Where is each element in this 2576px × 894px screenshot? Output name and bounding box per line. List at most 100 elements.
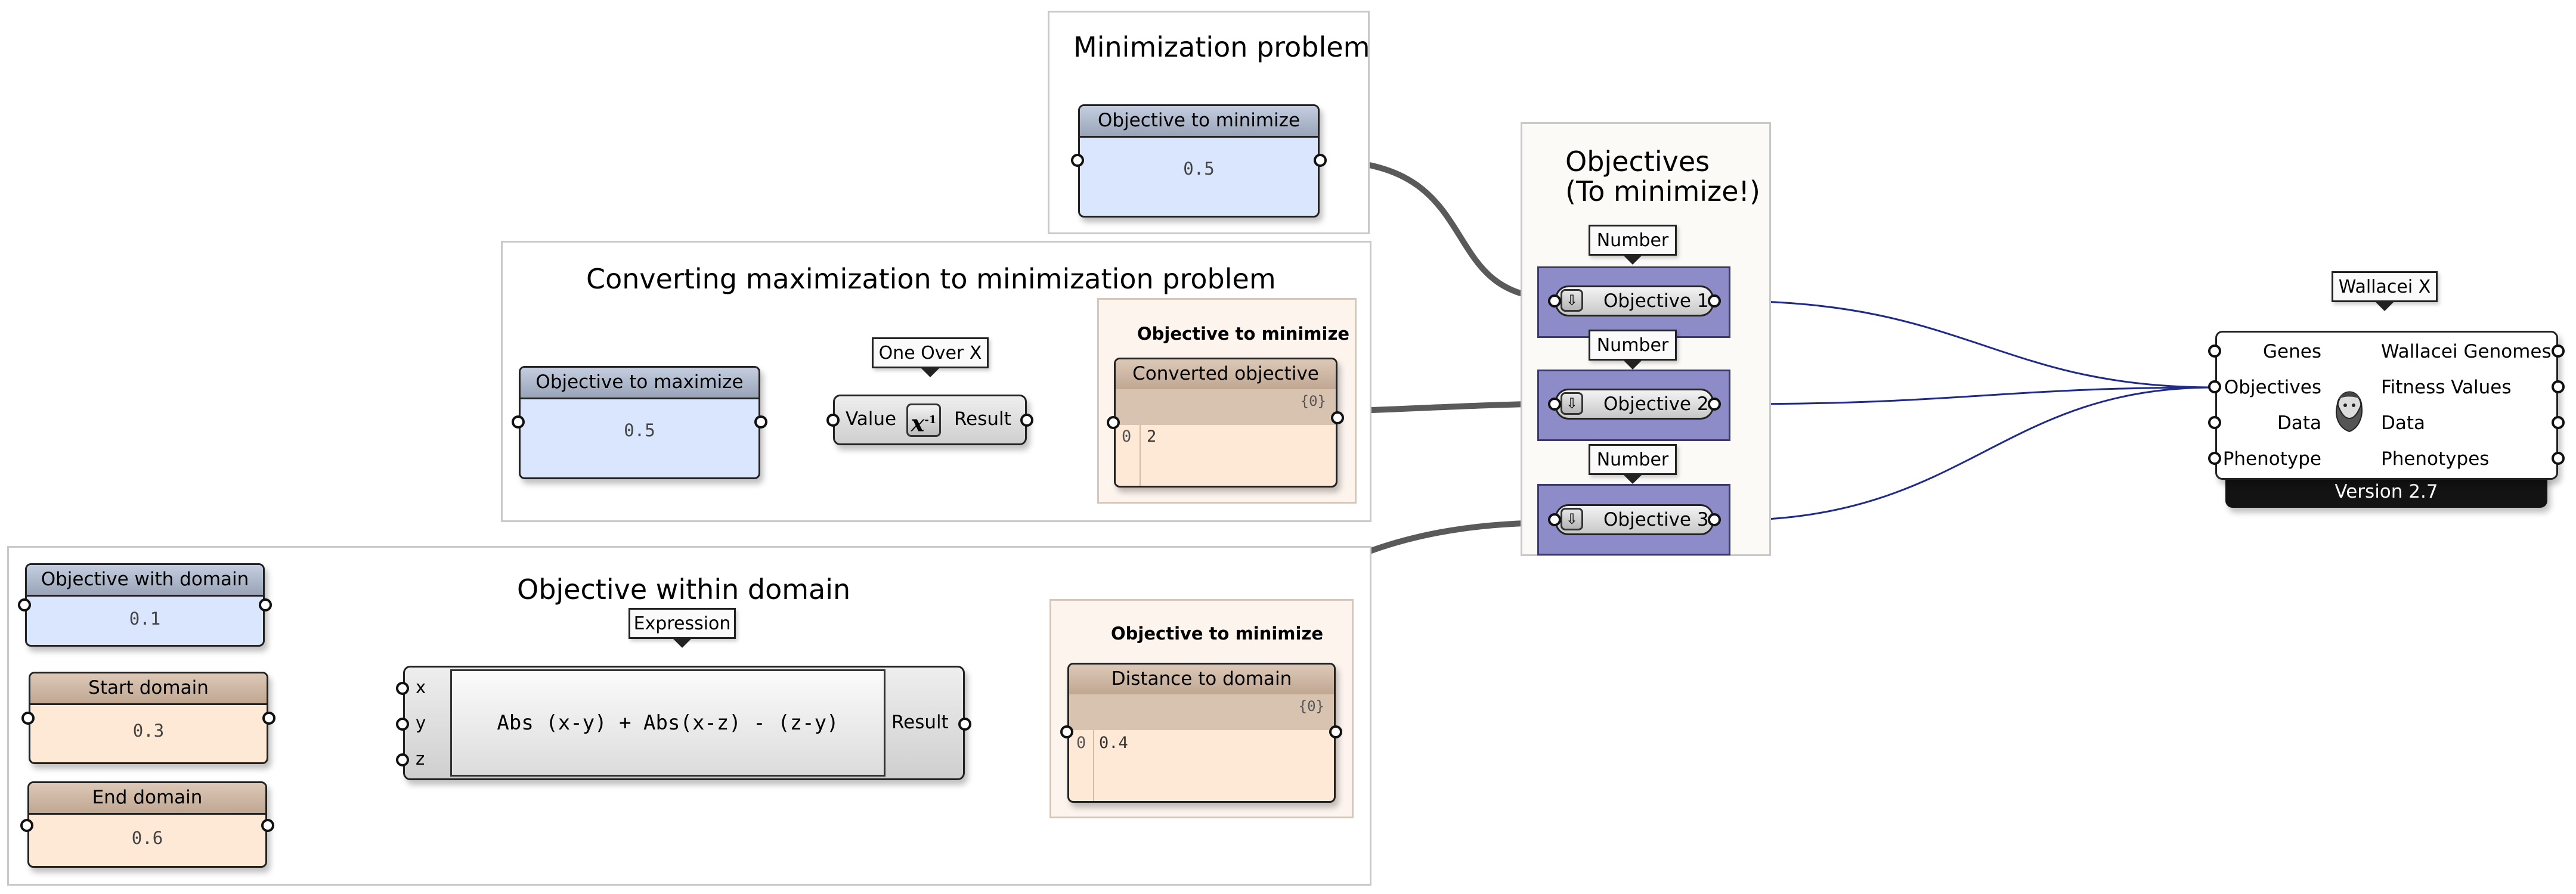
output-port[interactable] [958,718,971,731]
number-label: Objective 2 [1603,393,1709,415]
panel-converted-objective[interactable]: Converted objective {0} 0 2 [1114,358,1337,488]
output-port[interactable] [1708,513,1721,526]
slider-value[interactable]: 0.6 [131,828,163,848]
wire-objective3-to-wallacei [1729,386,2216,522]
output-port[interactable] [1314,154,1327,167]
slider-start-domain[interactable]: Start domain 0.3 [29,672,268,764]
input-phenotype-label: Phenotype [2222,448,2321,470]
slider-end-domain[interactable]: End domain 0.6 [27,781,267,868]
input-port[interactable] [512,415,525,429]
output-port[interactable] [259,598,272,611]
panel-index: 0 [1076,734,1086,752]
tag-number-1: Number [1589,225,1677,265]
one-over-x-component[interactable]: Value x-1 Result [833,395,1027,445]
output-port[interactable] [1708,398,1721,411]
panel-divider [1093,730,1094,801]
output-data-port[interactable] [2552,416,2565,429]
input-x-port[interactable] [396,682,409,695]
group-title: Objective within domain [517,573,851,606]
panel-path: {0} [1298,698,1324,715]
output-label: Result [891,712,949,733]
panel-value: 0.4 [1099,734,1128,752]
slider-value[interactable]: 0.1 [129,609,161,629]
expression-formula-box[interactable]: Abs (x-y) + Abs(x-z) - (z-y) [450,669,886,777]
expression-component[interactable]: x y z Abs (x-y) + Abs(x-z) - (z-y) Resul… [403,666,965,780]
tag-wallacei-x: Wallacei X [2332,271,2438,311]
slider-objective-with-domain[interactable]: Objective with domain 0.1 [25,563,265,647]
input-y-label: y [416,713,426,733]
output-port[interactable] [1329,725,1342,738]
output-port[interactable] [1020,414,1033,427]
arrow-down-icon: ⇩ [1561,392,1583,415]
group-title-line2: (To minimize!) [1565,175,1760,207]
output-port[interactable] [261,819,274,832]
arrow-down-icon: ⇩ [1561,508,1583,530]
output-phenotypes-port[interactable] [2552,452,2565,465]
input-port[interactable] [1548,513,1561,526]
output-data-label: Data [2381,412,2426,434]
input-genes-port[interactable] [2208,344,2221,358]
group-title: Objective to minimize [1111,623,1324,644]
input-z-port[interactable] [396,753,409,766]
tag-one-over-x: One Over X [872,337,989,377]
input-port[interactable] [1548,398,1561,411]
input-objectives-port[interactable] [2208,380,2221,393]
output-genomes-port[interactable] [2552,344,2565,358]
output-port[interactable] [754,415,767,429]
number-objective-1[interactable]: ⇩ Objective 1 [1555,285,1714,316]
wallacei-version: Version 2.7 [2334,481,2438,502]
input-objectives-label: Objectives [2224,377,2321,398]
tag-expression: Expression [628,608,736,648]
output-fitness-port[interactable] [2552,380,2565,393]
output-phenotypes-label: Phenotypes [2381,448,2490,470]
slider-label: Objective to maximize [521,368,758,399]
wallacei-x-component[interactable]: Genes Objectives Data Phenotype Wallacei… [2215,331,2558,480]
output-fitness-label: Fitness Values [2381,377,2512,398]
input-genes-label: Genes [2263,341,2321,362]
number-objective-3[interactable]: ⇩ Objective 3 [1555,504,1714,535]
panel-distance-to-domain[interactable]: Distance to domain {0} 0 0.4 [1067,663,1336,803]
slider-label: Objective to minimize [1080,106,1318,138]
input-phenotype-port[interactable] [2208,452,2221,465]
slider-value[interactable]: 0.3 [132,721,165,741]
output-port[interactable] [1331,411,1344,424]
input-port[interactable] [20,819,33,832]
group-title: Objective to minimize [1137,324,1350,344]
slider-label: Objective with domain [27,565,263,597]
input-y-port[interactable] [396,718,409,731]
wire-minimize-to-objective1 [1321,158,1559,301]
panel-divider [1140,425,1141,486]
output-port[interactable] [1708,294,1721,308]
slider-value[interactable]: 0.5 [624,420,655,440]
input-port[interactable] [1107,416,1120,429]
arrow-down-icon: ⇩ [1561,289,1583,312]
group-title: Converting maximization to minimization … [586,263,1276,295]
input-port[interactable] [1071,154,1084,167]
slider-label: Start domain [30,673,267,705]
panel-label: Distance to domain [1069,665,1334,696]
input-port[interactable] [1060,725,1073,738]
input-port[interactable] [1548,294,1561,308]
wallacei-icon [2336,391,2363,433]
output-port[interactable] [262,712,275,725]
group-title: Minimization problem [1073,31,1370,63]
group-title-line1: Objectives [1565,145,1710,178]
slider-objective-to-maximize[interactable]: Objective to maximize 0.5 [519,366,760,479]
input-label: Value [846,408,897,430]
wire-objective2-to-wallacei [1729,386,2216,405]
input-x-label: x [416,677,426,697]
input-port[interactable] [826,414,840,427]
input-data-port[interactable] [2208,416,2221,429]
input-port[interactable] [21,712,35,725]
slider-objective-to-minimize[interactable]: Objective to minimize 0.5 [1078,104,1320,218]
wire-objective1-to-wallacei [1729,300,2216,389]
input-port[interactable] [18,598,31,611]
input-data-label: Data [2277,412,2321,434]
panel-value: 2 [1147,427,1157,446]
output-label: Result [954,408,1011,430]
one-over-x-icon: x-1 [906,403,941,437]
number-objective-2[interactable]: ⇩ Objective 2 [1555,389,1714,420]
panel-index: 0 [1122,427,1132,446]
output-genomes-label: Wallacei Genomes [2381,341,2552,362]
slider-value[interactable]: 0.5 [1183,159,1215,179]
